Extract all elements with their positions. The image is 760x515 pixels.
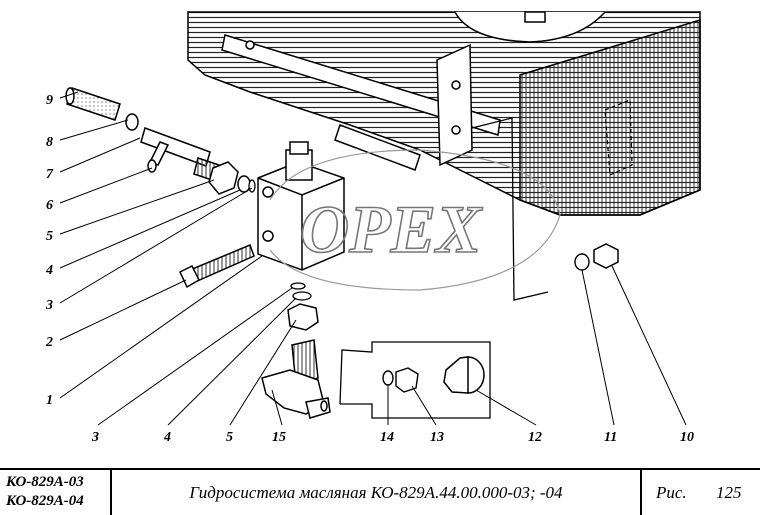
drawing-title: Гидросистема масляная КО-829А.44.00.000-…	[112, 470, 642, 515]
part-14-ring	[382, 370, 394, 386]
part-15-elbow	[261, 339, 331, 419]
part-4-ring-lower	[292, 291, 312, 301]
part-10-nut	[593, 243, 619, 269]
callout-5: 5	[46, 229, 53, 244]
tank-body	[187, 11, 701, 216]
part-5-nut-lower	[287, 303, 319, 331]
callout-8: 8	[46, 135, 53, 150]
pipe-line	[471, 117, 549, 301]
part-4-oring	[248, 179, 256, 193]
callout-bottom-10: 10	[680, 430, 694, 445]
model-numbers: КО-829А-03 КО-829А-04	[0, 470, 112, 515]
watermark-gear	[269, 149, 561, 291]
model-number: КО-829А-04	[6, 493, 84, 509]
figure-label: Рис.	[656, 483, 687, 502]
watermark: ОРЕХ	[300, 191, 483, 267]
title-block: КО-829А-03 КО-829А-04 Гидросистема масля…	[0, 468, 760, 515]
part-11-ring	[574, 253, 590, 271]
part-8-ring	[125, 113, 139, 131]
part-13-plug	[395, 367, 419, 393]
callout-bottom-14: 14	[380, 430, 394, 445]
callout-1: 1	[46, 393, 53, 408]
callout-6: 6	[46, 198, 53, 213]
figure-number: 125	[716, 483, 742, 502]
callout-2: 2	[45, 335, 53, 350]
callout-3: 3	[45, 298, 53, 313]
technical-drawing: ОРЕХ	[45, 11, 701, 445]
part-2-bolt	[179, 244, 255, 289]
assembly-bracket	[339, 341, 491, 419]
callout-bottom-13: 13	[430, 430, 444, 445]
part-3-ring	[290, 282, 306, 290]
model-number: КО-829А-03	[6, 474, 84, 490]
callout-bottom-5: 5	[226, 430, 233, 445]
callout-bottom-3: 3	[91, 430, 99, 445]
callout-bottom-12: 12	[528, 430, 542, 445]
callout-bottom-11: 11	[604, 430, 617, 445]
valve-block	[257, 141, 345, 271]
callout-7: 7	[46, 167, 54, 182]
leader-lines	[59, 91, 687, 426]
callout-4: 4	[45, 263, 53, 278]
part-12-cap	[443, 356, 485, 394]
callout-bottom-4: 4	[163, 430, 171, 445]
figure-ref: Рис. 125	[642, 470, 760, 515]
callout-bottom-15: 15	[272, 430, 286, 445]
callout-9: 9	[46, 93, 53, 108]
